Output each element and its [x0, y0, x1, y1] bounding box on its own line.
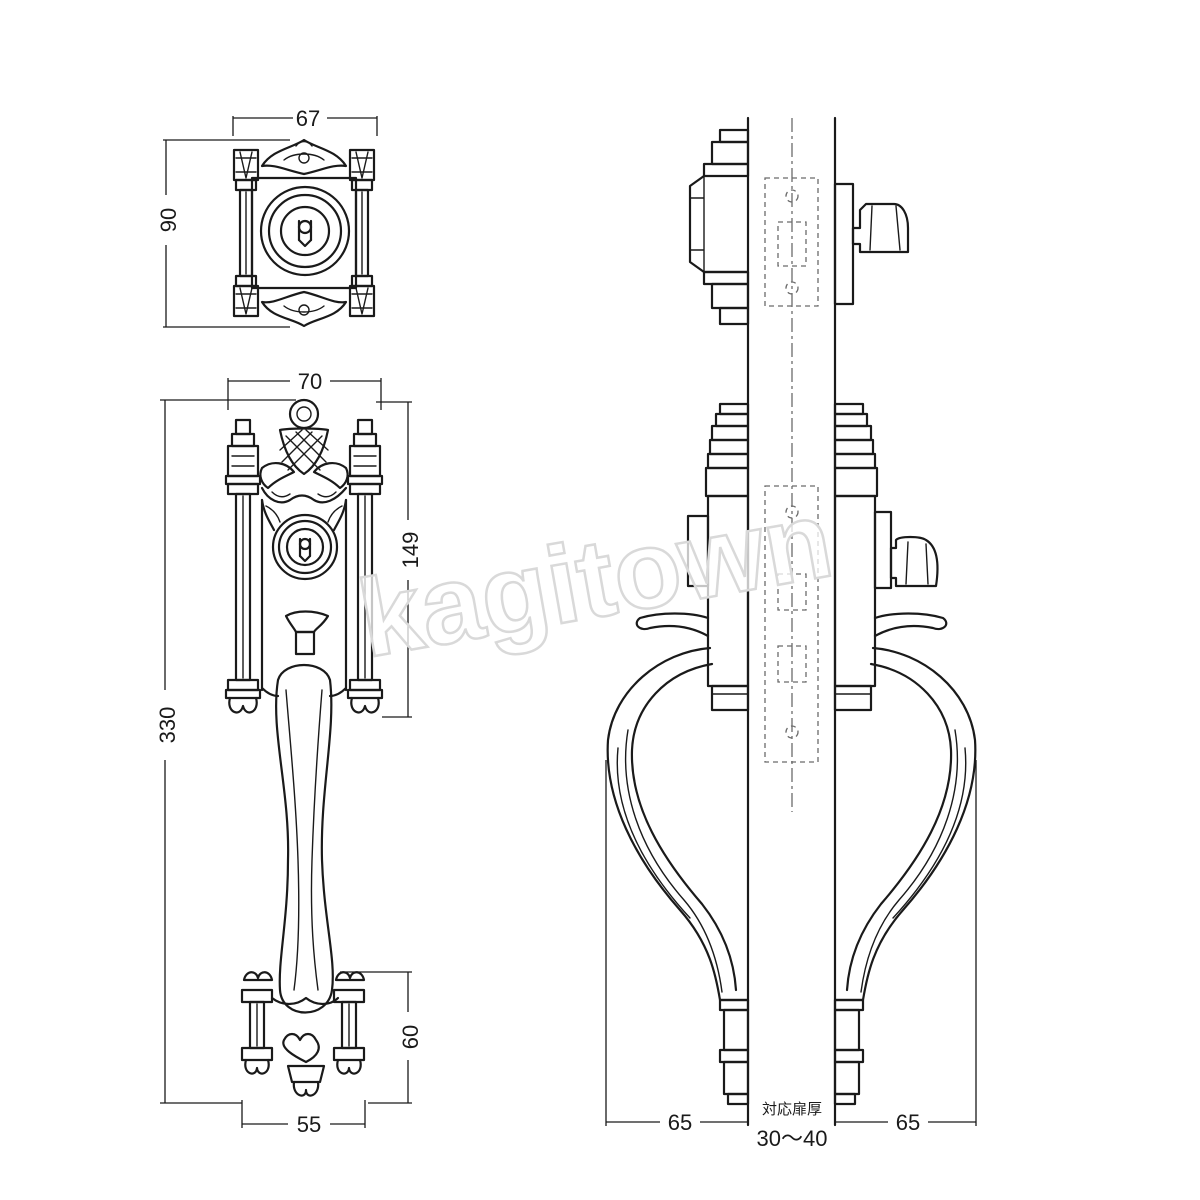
dim-cylinder-height: 90: [156, 208, 181, 232]
side-view: 65 65 対応扉厚 30～40: [605, 116, 977, 1151]
dim-total-height: 330: [155, 707, 180, 744]
door-thickness-label: 対応扉厚: [762, 1100, 822, 1118]
watermark: kagitown: [350, 477, 841, 681]
dim-base-width: 55: [297, 1112, 321, 1137]
dim-projection-right: 65: [896, 1110, 920, 1135]
dim-cylinder-width: 67: [296, 106, 320, 131]
dim-upper-section: 149: [398, 532, 423, 569]
dim-projection-left: 65: [668, 1110, 692, 1135]
dim-door-thickness: 30～40: [757, 1126, 828, 1151]
cylinder-front-view: 67 90: [156, 106, 378, 328]
dim-lower-section: 60: [398, 1025, 423, 1049]
dim-plate-width: 70: [298, 369, 322, 394]
handle-front-view: 70 330 149 60 55: [155, 369, 423, 1137]
